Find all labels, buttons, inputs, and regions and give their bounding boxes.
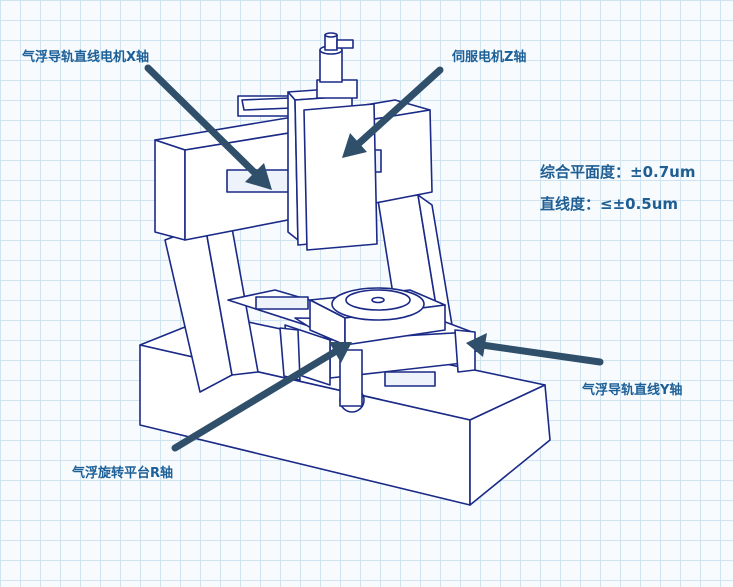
arrow-z-axis <box>342 66 444 158</box>
arrow-r-axis <box>171 342 352 452</box>
label-z-axis: 伺服电机Z轴 <box>452 50 527 65</box>
r-axis-rotary-table <box>309 287 446 346</box>
label-y-axis: 气浮导轨直线Y轴 <box>582 383 683 398</box>
arrow-y-axis <box>466 333 604 366</box>
spec-flatness: 综合平面度：±0.7um <box>540 163 696 181</box>
label-x-axis: 气浮导轨直线电机X轴 <box>22 50 150 65</box>
arrow-x-axis <box>144 64 272 190</box>
spec-straightness: 直线度：≤±0.5um <box>540 195 679 213</box>
label-r-axis: 气浮旋转平台R轴 <box>72 466 174 481</box>
